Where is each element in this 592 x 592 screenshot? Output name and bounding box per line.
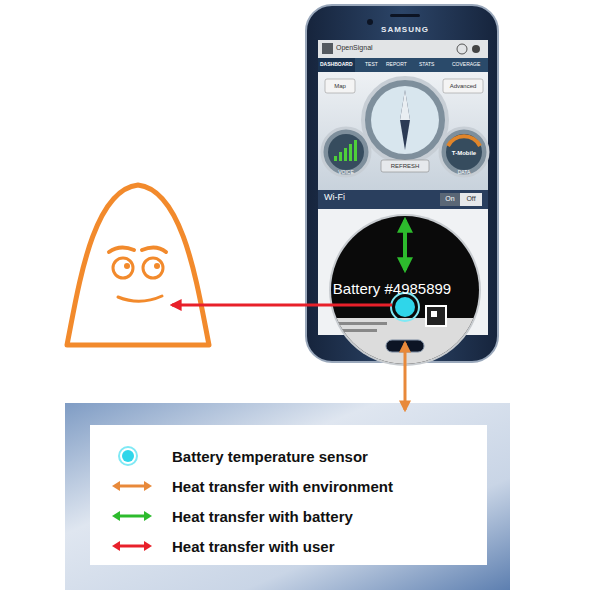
arrow-symbol bbox=[110, 506, 154, 526]
legend-text: Heat transfer with battery bbox=[172, 508, 353, 525]
screen-label: Advanced bbox=[450, 83, 477, 90]
screen-label: REFRESH bbox=[391, 163, 420, 170]
screen-label: VOICE bbox=[338, 170, 354, 176]
screen-label: DASHBOARD bbox=[320, 62, 353, 68]
legend-row: Heat transfer with battery bbox=[110, 504, 353, 528]
screen-label: REPORT bbox=[386, 62, 407, 68]
screen-label: TEST bbox=[365, 62, 378, 68]
screen-label: Wi-Fi bbox=[324, 193, 345, 203]
legend-text: Heat transfer with environment bbox=[172, 478, 393, 495]
legend-row: Heat transfer with environment bbox=[110, 474, 393, 498]
legend-row: Heat transfer with user bbox=[110, 534, 335, 558]
screen-label: DATA bbox=[458, 170, 471, 176]
sensor-symbol bbox=[110, 446, 154, 466]
screen-label: T-Mobile bbox=[452, 150, 476, 157]
screen-label: Battery #4985899 bbox=[333, 281, 451, 298]
screen-label: SAMSUNG bbox=[381, 26, 429, 35]
screen-label: COVERAGE bbox=[452, 62, 480, 68]
legend-row: Battery temperature sensor bbox=[110, 444, 368, 468]
screen-label: Map bbox=[334, 83, 346, 90]
arrow-symbol bbox=[110, 476, 154, 496]
screen-label: OpenSignal bbox=[336, 44, 373, 52]
screen-label: STATS bbox=[419, 62, 434, 68]
screen-label: Off bbox=[466, 195, 475, 203]
legend-text: Battery temperature sensor bbox=[172, 448, 368, 465]
legend-text: Heat transfer with user bbox=[172, 538, 335, 555]
arrow-symbol bbox=[110, 536, 154, 556]
screen-label: On bbox=[445, 195, 454, 203]
